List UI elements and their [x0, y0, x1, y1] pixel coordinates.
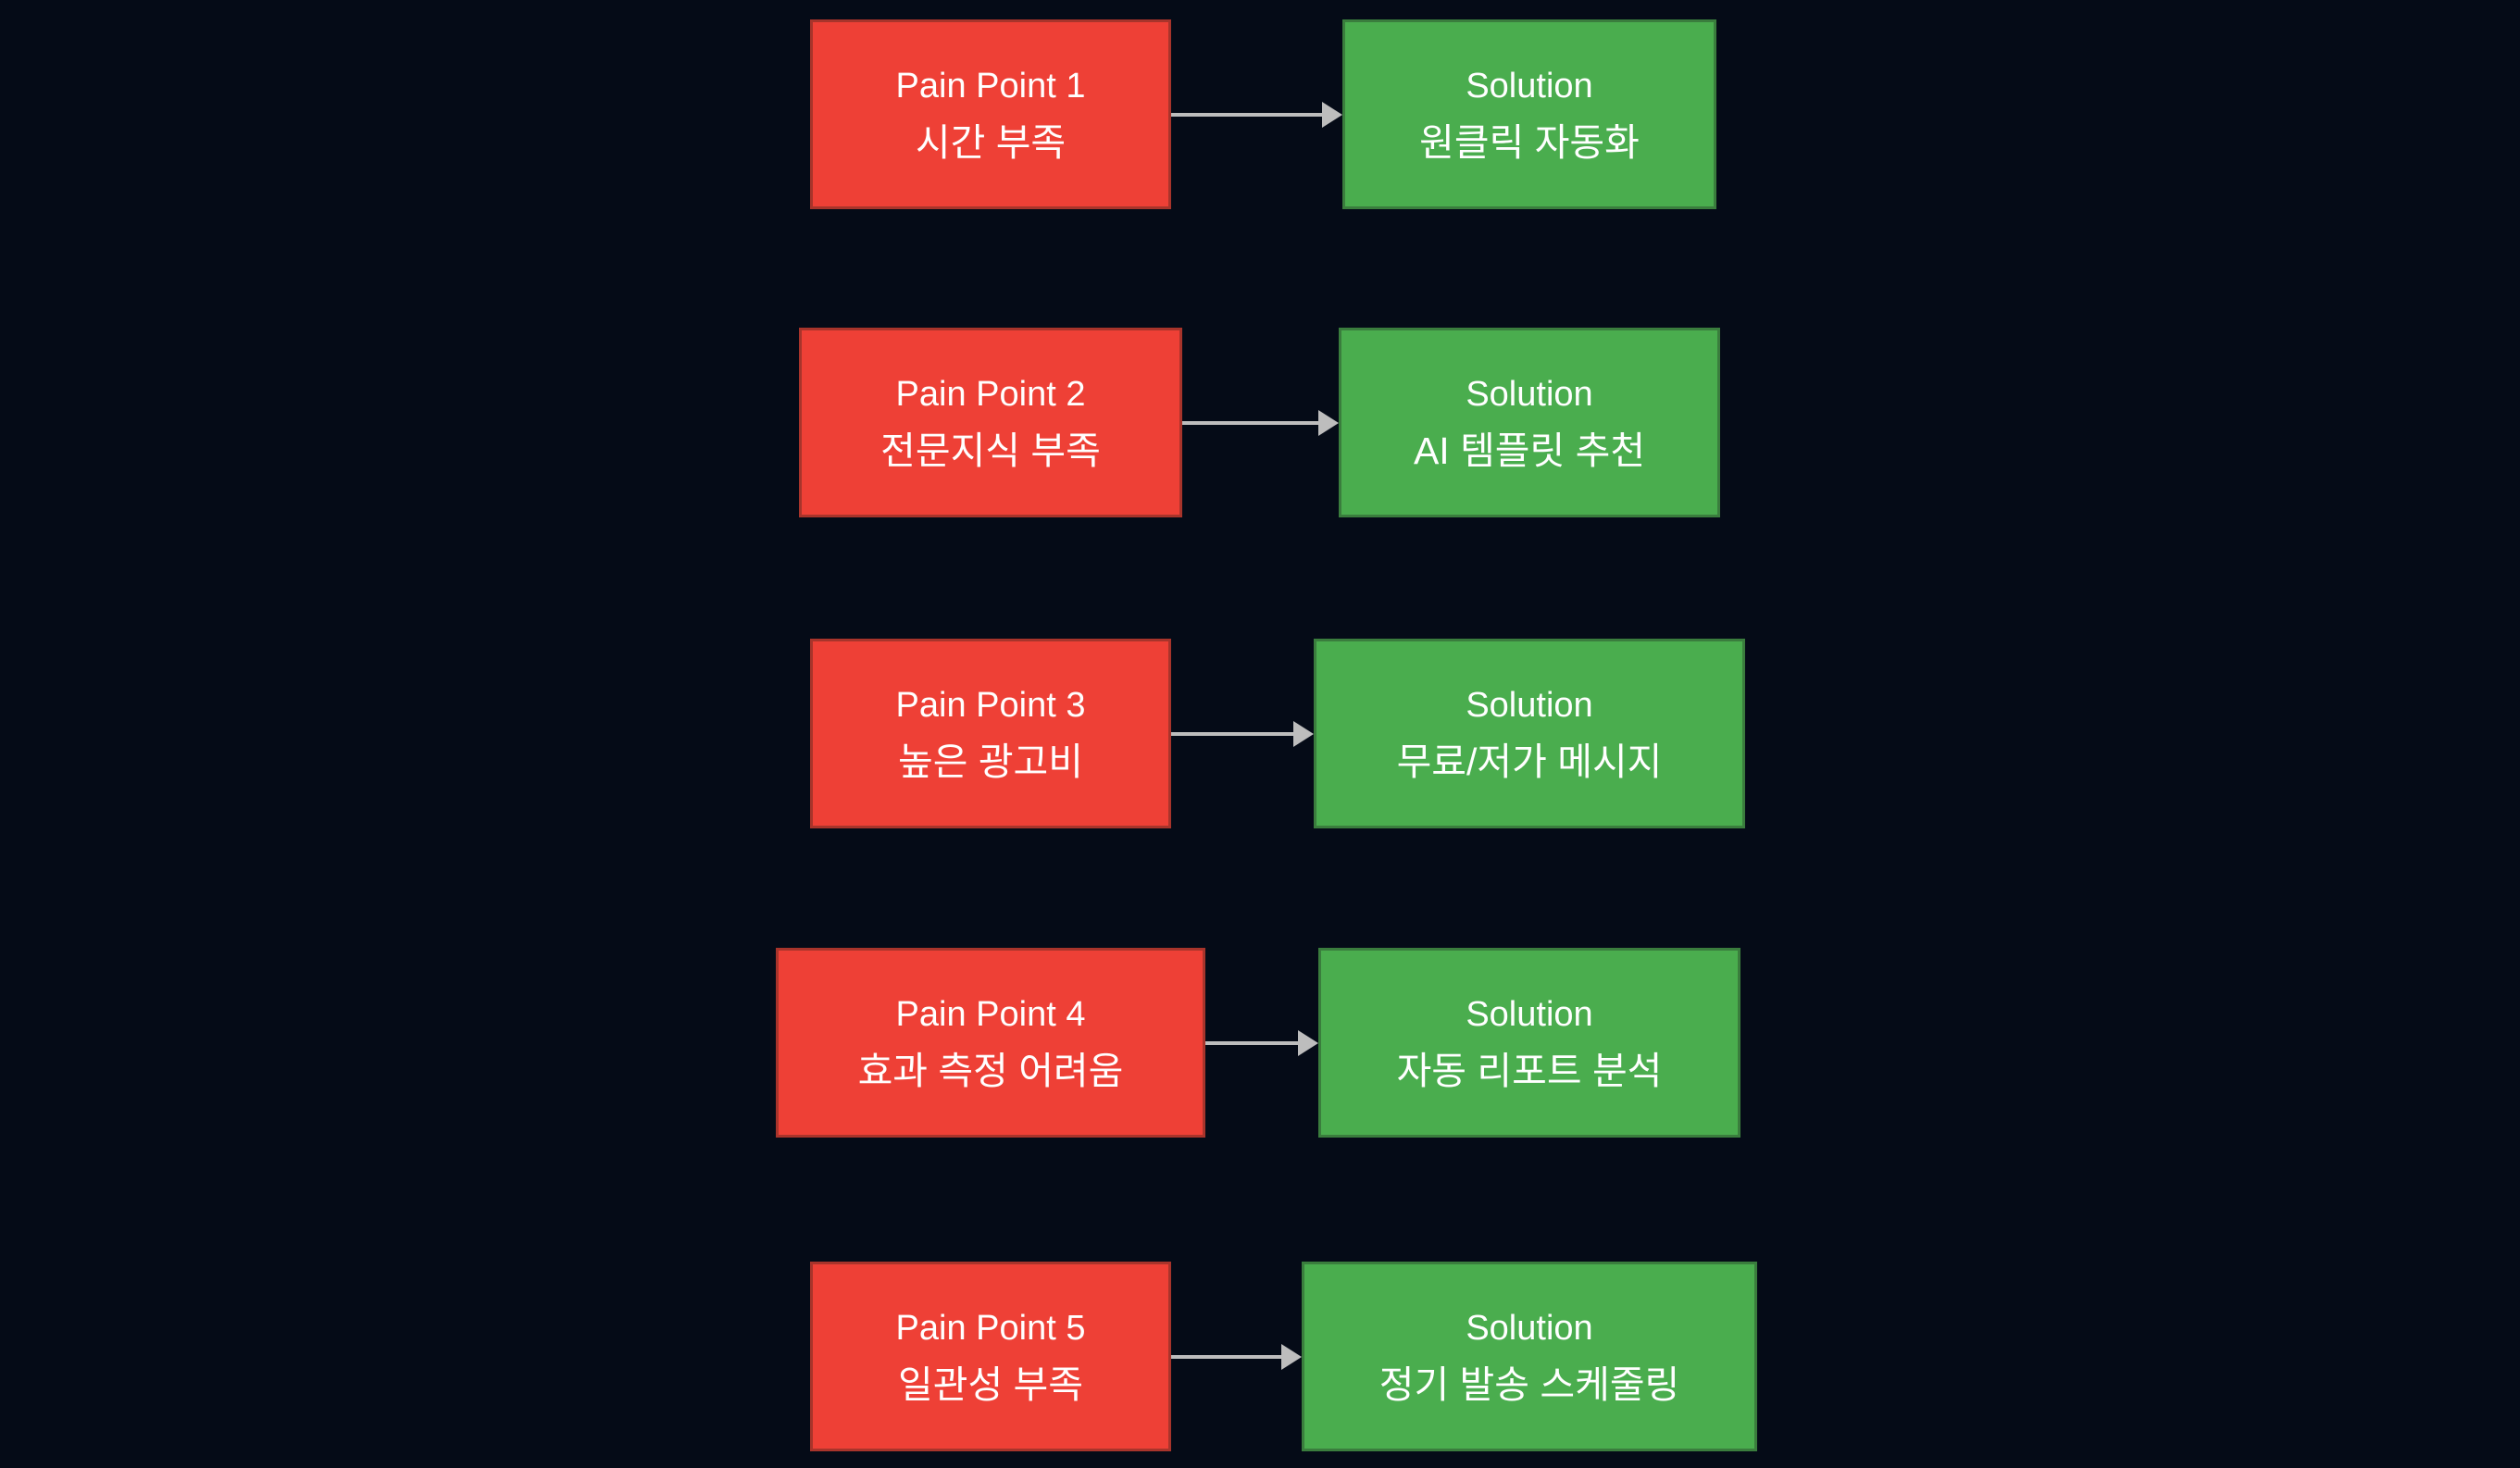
solution-box-5: Solution 정기 발송 스케줄링 — [1302, 1262, 1757, 1451]
solution-title: Solution — [1466, 374, 1593, 414]
mapping-row-2: Pain Point 2 전문지식 부족 Solution AI 템플릿 추천 — [0, 328, 2520, 517]
arrowhead-icon — [1318, 409, 1339, 436]
pain-point-label: 시간 부족 — [915, 120, 1067, 164]
mapping-row-4: Pain Point 4 효과 측정 어려움 Solution 자동 리포트 분… — [0, 948, 2520, 1138]
solution-label: AI 템플릿 추천 — [1413, 429, 1646, 472]
arrow-line — [1171, 1354, 1281, 1359]
solution-box-2: Solution AI 템플릿 추천 — [1339, 328, 1720, 517]
arrow-line — [1171, 731, 1293, 736]
pain-point-label: 높은 광고비 — [898, 740, 1083, 783]
solution-label: 자동 리포트 분석 — [1396, 1049, 1663, 1092]
pain-point-box-3: Pain Point 3 높은 광고비 — [810, 639, 1171, 828]
arrow-connector-3 — [1171, 639, 1314, 828]
arrow-connector-4 — [1205, 948, 1318, 1138]
pain-point-box-5: Pain Point 5 일관성 부족 — [810, 1262, 1171, 1451]
arrowhead-icon — [1281, 1343, 1302, 1370]
pain-point-label: 효과 측정 어려움 — [857, 1049, 1124, 1092]
solution-title: Solution — [1466, 685, 1593, 725]
solution-label: 정기 발송 스케줄링 — [1379, 1362, 1680, 1406]
arrow-line — [1171, 112, 1322, 117]
pain-point-title: Pain Point 4 — [895, 994, 1086, 1034]
mapping-row-3: Pain Point 3 높은 광고비 Solution 무료/저가 메시지 — [0, 639, 2520, 828]
solution-box-1: Solution 원클릭 자동화 — [1342, 19, 1716, 209]
solution-label: 원클릭 자동화 — [1419, 120, 1640, 164]
solution-title: Solution — [1466, 1308, 1593, 1348]
solution-label: 무료/저가 메시지 — [1396, 740, 1663, 783]
arrow-connector-2 — [1182, 328, 1339, 517]
arrow-line — [1182, 420, 1318, 425]
arrowhead-icon — [1293, 720, 1314, 747]
solution-title: Solution — [1466, 66, 1593, 106]
mapping-row-1: Pain Point 1 시간 부족 Solution 원클릭 자동화 — [0, 19, 2520, 209]
pain-point-box-2: Pain Point 2 전문지식 부족 — [799, 328, 1182, 517]
arrowhead-icon — [1298, 1029, 1318, 1056]
arrow-line — [1205, 1040, 1298, 1045]
arrow-connector-5 — [1171, 1262, 1302, 1451]
solution-box-3: Solution 무료/저가 메시지 — [1314, 639, 1745, 828]
solution-title: Solution — [1466, 994, 1593, 1034]
solution-box-4: Solution 자동 리포트 분석 — [1318, 948, 1740, 1138]
pain-point-label: 일관성 부족 — [898, 1362, 1083, 1406]
pain-point-title: Pain Point 2 — [895, 374, 1086, 414]
pain-point-title: Pain Point 5 — [895, 1308, 1086, 1348]
mapping-row-5: Pain Point 5 일관성 부족 Solution 정기 발송 스케줄링 — [0, 1262, 2520, 1451]
pain-point-label: 전문지식 부족 — [880, 429, 1101, 472]
pain-point-box-4: Pain Point 4 효과 측정 어려움 — [776, 948, 1205, 1138]
arrow-connector-1 — [1171, 19, 1342, 209]
pain-point-title: Pain Point 3 — [895, 685, 1086, 725]
arrowhead-icon — [1322, 101, 1342, 128]
pain-point-box-1: Pain Point 1 시간 부족 — [810, 19, 1171, 209]
pain-point-title: Pain Point 1 — [895, 66, 1086, 106]
